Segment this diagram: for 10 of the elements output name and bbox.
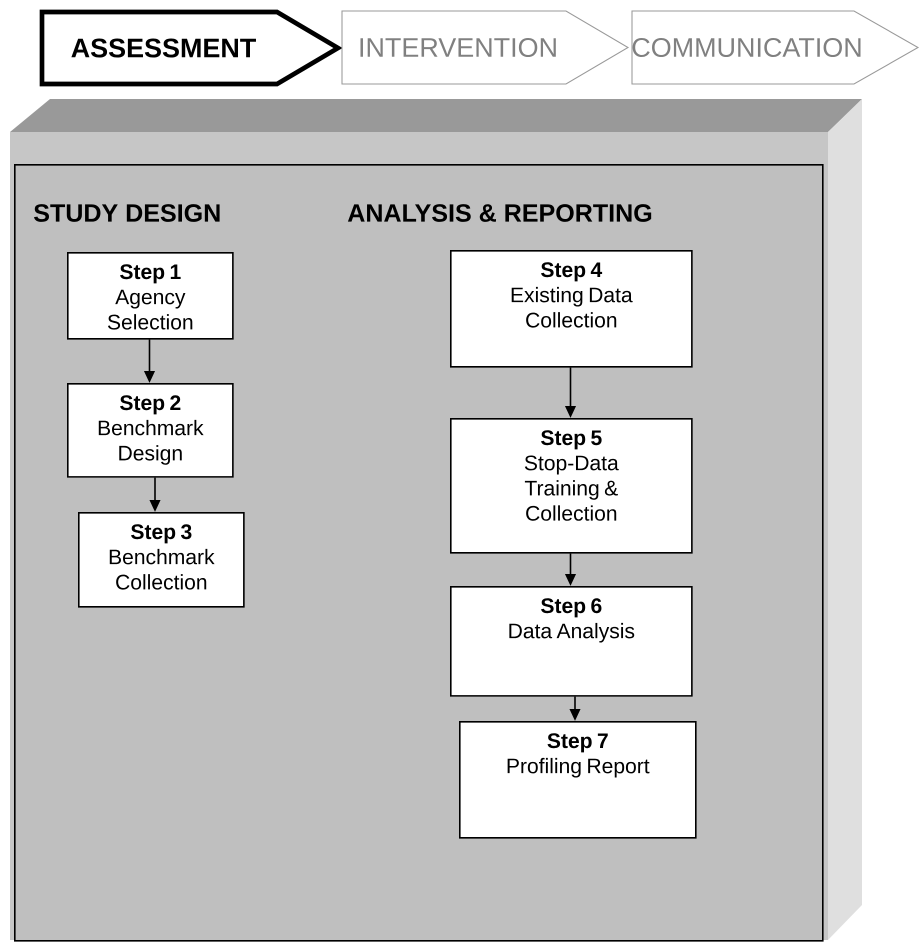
chevron-step: COMMUNICATION [631,10,920,85]
step-box: Step 7 Profiling Report [459,721,697,839]
step-box: Step 5 Stop-Data Training & Collection [450,418,693,554]
step-box: Step 1 Agency Selection [67,252,234,340]
step-box: Step 4 Existing Data Collection [450,250,693,368]
step-box: Step 6 Data Analysis [450,586,693,697]
step-box: Step 2 Benchmark Design [67,383,234,478]
chevron-step: INTERVENTION [341,10,630,85]
step-box: Step 3 Benchmark Collection [78,512,245,608]
chevron-step: ASSESSMENT [40,10,343,86]
